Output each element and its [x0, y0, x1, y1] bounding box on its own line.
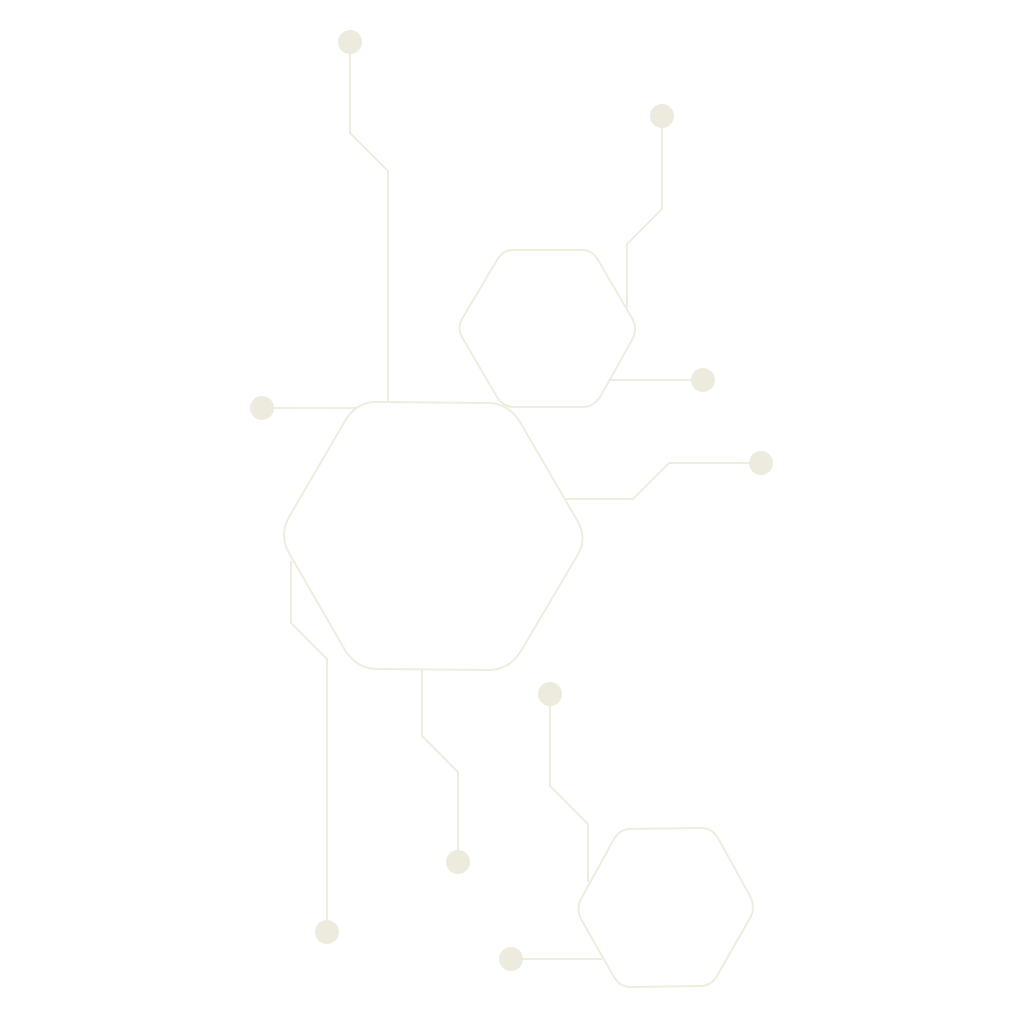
hexagon-large	[283, 400, 584, 672]
trace-bottom-middle	[421, 670, 459, 862]
hexagons	[283, 249, 754, 989]
terminal-node	[250, 396, 274, 420]
trace-top-left	[349, 42, 389, 404]
terminal-nodes	[250, 30, 773, 971]
terminal-node	[691, 368, 715, 392]
terminal-node	[446, 850, 470, 874]
hexagon-small-bottom	[577, 826, 754, 989]
trace-top-right	[626, 116, 663, 307]
trace-lower-right	[549, 694, 589, 882]
hexagon-small-top	[458, 249, 636, 408]
terminal-node	[499, 947, 523, 971]
terminal-node	[315, 920, 339, 944]
terminal-node	[749, 451, 773, 475]
connector-traces	[262, 42, 761, 960]
terminal-node	[338, 30, 362, 54]
trace-bottom-left	[290, 561, 328, 932]
trace-right	[566, 462, 761, 500]
terminal-node	[650, 104, 674, 128]
terminal-node	[538, 682, 562, 706]
